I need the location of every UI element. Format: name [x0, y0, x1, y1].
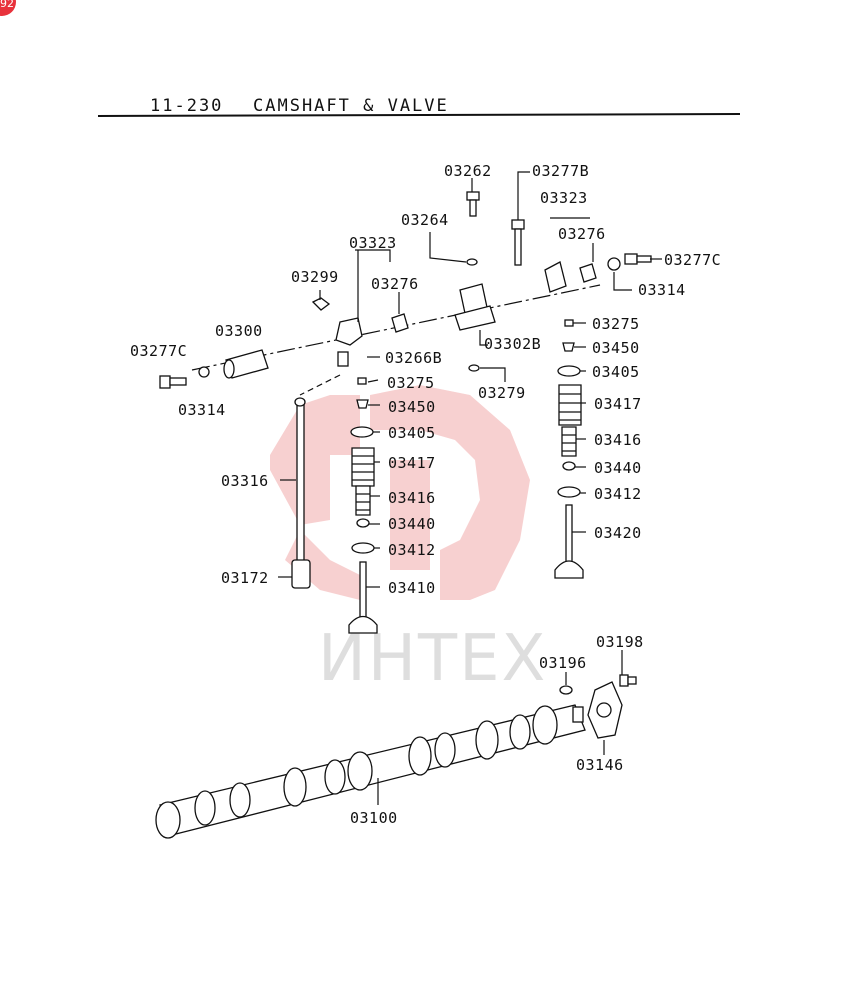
watermark-logo: ИНТЕХ: [270, 385, 547, 696]
title-underline: [97, 113, 741, 117]
label-03440-right: 03440: [594, 459, 642, 477]
label-03275-right: 03275: [592, 315, 640, 333]
label-03416-left: 03416: [388, 489, 436, 507]
part-labels: 03262 03277B 03323 03264 03276 03323 032…: [130, 162, 721, 827]
page-code: 11-230: [150, 96, 223, 116]
label-03276-right: 03276: [558, 225, 606, 243]
left-valve-stack: [348, 377, 378, 634]
label-03277C-right: 03277C: [664, 251, 721, 269]
part-03302B-bracket: [454, 283, 496, 331]
part-03196-key: [559, 685, 573, 695]
label-03450-left: 03450: [388, 398, 436, 416]
diagram-title: CAMSHAFT & VALVE: [253, 96, 449, 116]
leader-lines: [278, 171, 662, 805]
label-03323-right: 03323: [540, 189, 588, 207]
part-03146-thrust-plate: [587, 681, 623, 739]
label-03196: 03196: [539, 654, 587, 672]
label-03417-right: 03417: [594, 395, 642, 413]
label-03300: 03300: [215, 322, 263, 340]
label-03314-right: 03314: [638, 281, 686, 299]
label-03314-left: 03314: [178, 401, 226, 419]
label-03262: 03262: [444, 162, 492, 180]
part-03100-camshaft: [155, 704, 586, 839]
part-03279-oring: [468, 364, 480, 372]
label-03100: 03100: [350, 809, 398, 827]
label-03410: 03410: [388, 579, 436, 597]
part-03277C-right-bolt: [624, 253, 652, 265]
part-03323-right-rocker: [544, 261, 567, 293]
label-03316: 03316: [221, 472, 269, 490]
label-03440-left: 03440: [388, 515, 436, 533]
label-03302B: 03302B: [484, 335, 541, 353]
label-03279: 03279: [478, 384, 526, 402]
label-03299: 03299: [291, 268, 339, 286]
label-03276-left: 03276: [371, 275, 419, 293]
label-03405-left: 03405: [388, 424, 436, 442]
watermark-text: ИНТЕХ: [318, 622, 547, 696]
part-03316-pushrod: [294, 397, 306, 563]
pushrod-centerline: [299, 374, 341, 396]
part-03264-washer: [466, 258, 478, 266]
part-03198-bolt: [619, 674, 637, 687]
part-03172-tappet: [291, 559, 311, 589]
label-03172: 03172: [221, 569, 269, 587]
part-03276-right-spacer: [579, 263, 597, 283]
label-03277B: 03277B: [532, 162, 589, 180]
label-03405-right: 03405: [592, 363, 640, 381]
label-03412-left: 03412: [388, 541, 436, 559]
label-03323-left: 03323: [349, 234, 397, 252]
right-valve-stack: [554, 319, 584, 579]
label-03277C-left: 03277C: [130, 342, 187, 360]
part-03277C-left-bolt: [159, 375, 187, 389]
label-03264: 03264: [401, 211, 449, 229]
label-03416-right: 03416: [594, 431, 642, 449]
part-03299-nut: [311, 297, 331, 311]
label-03450-right: 03450: [592, 339, 640, 357]
part-03323-left-rocker: [335, 317, 363, 367]
label-03198: 03198: [596, 633, 644, 651]
label-03146: 03146: [576, 756, 624, 774]
part-03300-shaft: [223, 349, 269, 379]
part-03314-left-washer: [198, 366, 210, 378]
corner-badge: 92: [0, 0, 16, 16]
part-03276-left-spacer: [391, 313, 409, 333]
label-03412-right: 03412: [594, 485, 642, 503]
corner-badge-text: 92: [0, 0, 14, 10]
label-03275-left: 03275: [387, 374, 435, 392]
part-03262-bolt: [466, 191, 480, 217]
label-03420: 03420: [594, 524, 642, 542]
part-03314-right-washer: [607, 257, 621, 271]
label-03266B: 03266B: [385, 349, 442, 367]
part-03277B-bolt: [511, 219, 525, 266]
label-03417-left: 03417: [388, 454, 436, 472]
